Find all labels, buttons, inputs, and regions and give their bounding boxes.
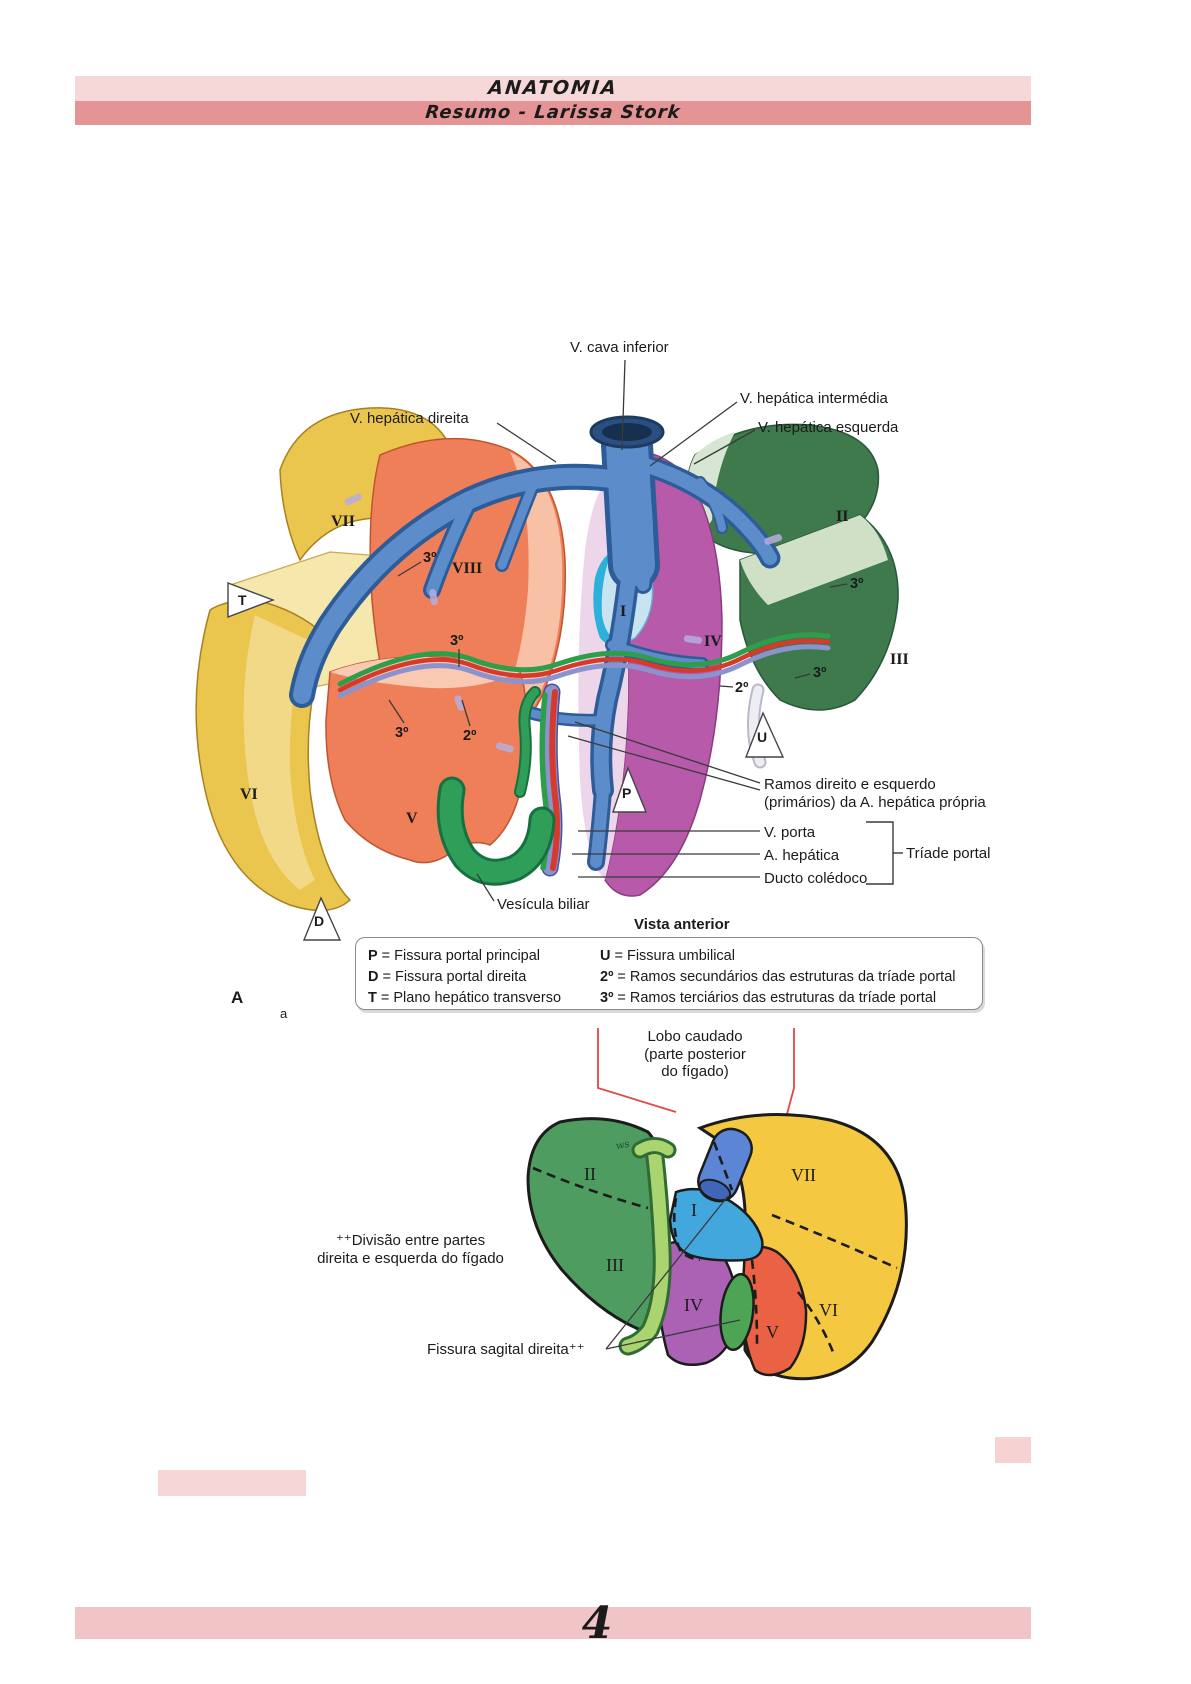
marker-secondary-1: 2º <box>463 728 477 744</box>
legend-key-t: T <box>368 990 377 1006</box>
legend-box <box>355 937 983 1010</box>
label-ramos-line1: Ramos direito e esquerdo <box>764 776 936 793</box>
legend-row1-col1: P= Fissura portal principal <box>368 948 541 964</box>
fissure-leader-lines <box>605 1195 741 1350</box>
portal-triad-strands <box>337 632 831 699</box>
header-banner-subtitle: Resumo - Larissa Stork <box>75 101 1031 125</box>
triangle-letter-t: T <box>238 592 247 608</box>
vena-cava-lumen <box>602 423 652 441</box>
caudate-callout-lines <box>597 1028 795 1115</box>
footer-banner <box>75 1607 1031 1639</box>
fig2-segment-label-i: I <box>691 1200 697 1220</box>
fig2-dashed-lines <box>532 1141 898 1353</box>
fig2-segment-label-vii: VII <box>791 1165 816 1185</box>
cystic-duct <box>516 688 539 796</box>
label-v-cava-inferior: V. cava inferior <box>570 339 669 356</box>
label-lobo-caudado: Lobo caudado (parte posterior do fígado) <box>644 1028 746 1081</box>
label-v-hepatica-intermedia: V. hepática intermédia <box>740 390 888 407</box>
fig2-green-oval <box>719 1272 755 1352</box>
fig2-caudate-tube <box>697 1127 753 1203</box>
triangle-u <box>744 711 785 758</box>
fig2-segment-label-iii: III <box>606 1255 624 1275</box>
fig2-segment-label-ii: II <box>584 1164 596 1184</box>
label-ramos-line2: (primários) da A. hepática própria <box>764 794 986 811</box>
segment-label-vii: VII <box>331 513 356 530</box>
legend-key-u: U <box>600 948 611 964</box>
label-vesicula-biliar: Vesícula biliar <box>497 896 590 913</box>
legend-key-p: P <box>368 948 378 964</box>
legend-key-2: 2º <box>600 969 614 985</box>
figure2-liver-views <box>526 1028 908 1381</box>
panel-letter-a: A <box>231 988 244 1007</box>
fig2-segment-label-iv: IV <box>684 1295 703 1315</box>
segment-label-vi: VI <box>240 786 258 803</box>
segment-iii-face <box>740 515 888 605</box>
label-divisao: ⁺⁺Divisão entre partes direita e esquerd… <box>317 1232 504 1267</box>
fissure-triangles <box>227 581 785 941</box>
label-fissura-sagital: Fissura sagital direita⁺⁺ <box>427 1341 585 1358</box>
view-caption-anterior: Vista anterior <box>634 916 730 933</box>
label-ducto-coledoco: Ducto colédoco <box>764 870 868 887</box>
segment-label-iv: IV <box>704 633 722 650</box>
marker-tertiary-3: 3º <box>395 725 409 741</box>
gallbladder <box>439 779 553 883</box>
header-banner-title: ANATOMIA <box>75 76 1031 101</box>
triangle-letter-p: P <box>622 785 632 801</box>
segment-label-v: V <box>406 810 418 827</box>
segment-label-ii: II <box>836 508 849 525</box>
fig2-segment-label-vi: VI <box>819 1300 838 1320</box>
segment-label-viii: VIII <box>452 560 483 577</box>
triangle-letter-u: U <box>757 729 768 745</box>
stray-character: a <box>280 1006 288 1021</box>
marker-tertiary-2: 3º <box>450 633 464 649</box>
figure1-leader-lines <box>388 359 848 902</box>
branch-stubs <box>344 493 783 753</box>
pink-rectangle-left <box>158 1470 306 1496</box>
triangle-d <box>302 896 342 941</box>
segment-label-i: I <box>620 603 627 620</box>
marker-tertiary-5: 3º <box>813 665 827 681</box>
figure1-liver-segments <box>195 359 903 941</box>
marker-tertiary-1: 3º <box>423 550 437 566</box>
label-v-hepatica-esquerda: V. hepática esquerda <box>758 419 899 436</box>
legend-row2-col1: D= Fissura portal direita <box>368 969 527 985</box>
fig2-segment-label-v: V <box>766 1322 779 1342</box>
page-number: 4 <box>581 1598 613 1649</box>
triade-bracket <box>866 821 903 885</box>
fig2-fissure-band <box>618 1137 677 1356</box>
legend-key-3: 3º <box>600 990 614 1006</box>
triangle-letter-d: D <box>314 913 325 929</box>
label-v-hepatica-direita: V. hepática direita <box>350 410 469 427</box>
marker-tertiary-4: 3º <box>850 576 864 592</box>
label-triade-portal: Tríade portal <box>906 845 991 862</box>
triangle-t <box>227 581 275 619</box>
legend-key-d: D <box>368 969 379 985</box>
segment-label-iii: III <box>890 651 909 668</box>
triangle-p <box>612 766 648 813</box>
legend-row3-col1: T= Plano hepático transverso <box>368 990 562 1006</box>
marker-secondary-2: 2º <box>735 680 749 696</box>
label-a-hepatica: A. hepática <box>764 847 840 864</box>
hepatic-veins <box>293 424 777 868</box>
pink-rectangle-right <box>995 1437 1031 1463</box>
label-v-porta: V. porta <box>764 824 816 841</box>
segment-viii-face <box>480 452 563 752</box>
legend-row2-col2: 2º= Ramos secundários das estruturas da … <box>600 969 956 985</box>
segment-vi-face <box>243 615 315 890</box>
legend-row1-col2: U= Fissura umbilical <box>600 948 735 964</box>
legend-row3-col2: 3º= Ramos terciários das estruturas da t… <box>600 990 937 1006</box>
segment-i-cyan <box>593 552 618 645</box>
